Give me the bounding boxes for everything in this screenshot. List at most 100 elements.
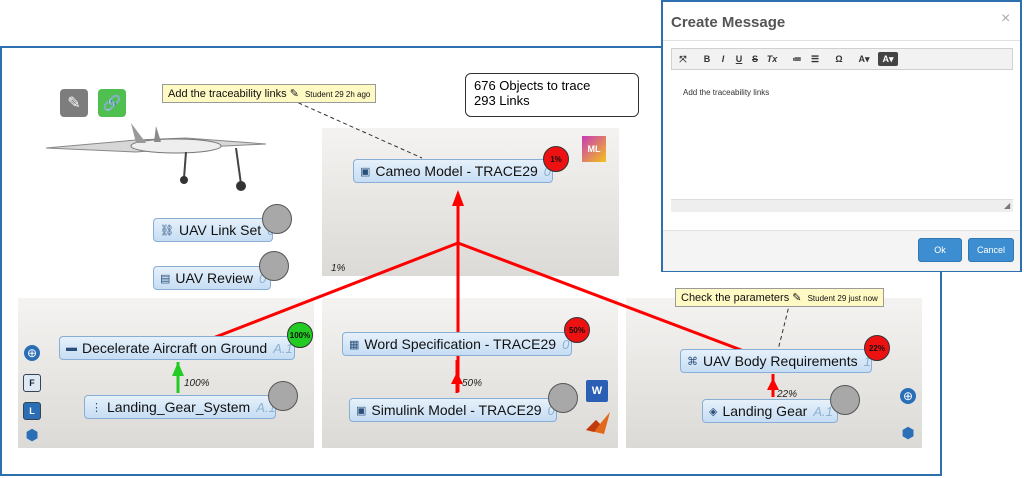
create-message-dialog: Create Message × ⤧ B I U S Tx ≔ ☰ Ω A▾ A…: [661, 0, 1022, 272]
diagram-icon: ▣: [360, 165, 371, 178]
document-icon: ▦: [349, 338, 360, 351]
underline-button[interactable]: U: [735, 54, 743, 64]
node-suffix: 0: [547, 402, 555, 418]
clear-format-button[interactable]: Tx: [766, 54, 778, 64]
block-icon: ⋮: [91, 401, 102, 414]
node-suffix: A.1: [273, 340, 293, 356]
dialog-title: Create Message: [671, 14, 786, 31]
node-landing-gear[interactable]: ◈ Landing Gear A.1: [702, 399, 838, 423]
globe-icon[interactable]: ⊕: [24, 345, 40, 361]
right-panel: [626, 298, 922, 448]
status-circle: [830, 385, 860, 415]
model-icon: ▣: [356, 404, 367, 417]
objects-count: 676 Objects to trace: [474, 78, 591, 93]
node-uav-body-requirements[interactable]: ⌘ UAV Body Requirements 1: [680, 349, 872, 373]
coverage-badge: 1%: [543, 146, 569, 172]
coverage-badge: 50%: [564, 317, 590, 343]
note-parameters[interactable]: Check the parameters ✎ Student 29 just n…: [675, 288, 884, 307]
cameo-panel-percent: 1%: [331, 263, 346, 274]
dialog-divider: [663, 40, 1020, 41]
node-label: UAV Review: [175, 270, 253, 286]
node-suffix: 0: [258, 270, 267, 286]
cube-icon[interactable]: ⬢: [25, 427, 39, 444]
node-cameo-model[interactable]: ▣ Cameo Model - TRACE29 0: [353, 159, 553, 183]
note-traceability[interactable]: Add the traceability links ✎ Student 29 …: [162, 84, 377, 103]
fullscreen-icon[interactable]: ⤧: [679, 53, 687, 64]
strike-button[interactable]: S: [751, 54, 758, 64]
activity-icon: ▬: [66, 342, 77, 354]
coverage-badge: 22%: [864, 335, 890, 361]
coverage-badge: 100%: [287, 322, 313, 348]
link-decelerate: [212, 241, 459, 340]
note-pointer-right: [777, 301, 791, 351]
node-decelerate-aircraft[interactable]: ▬ Decelerate Aircraft on Ground A.1: [59, 336, 295, 360]
note-text: Check the parameters: [681, 292, 790, 304]
node-suffix: 1: [863, 353, 871, 369]
note-meta: Student 29 just now: [807, 294, 878, 303]
globe-icon[interactable]: ⊕: [900, 388, 916, 404]
text-color-button[interactable]: A▾: [858, 53, 870, 64]
bg-color-button[interactable]: A▾: [878, 52, 898, 66]
node-label: Landing_Gear_System: [107, 399, 251, 415]
bullet-list-button[interactable]: ☰: [810, 53, 820, 64]
trace-links: [172, 99, 791, 397]
layer-icon[interactable]: L: [23, 402, 41, 420]
simulink-link-percent: 50%: [462, 378, 483, 389]
note-meta: Student 29 2h ago: [304, 90, 371, 99]
node-uav-link-set[interactable]: ⛓ UAV Link Set 0: [153, 218, 274, 242]
node-label: Simulink Model - TRACE29: [371, 402, 542, 418]
node-suffix: A.1: [813, 403, 833, 419]
sysml-logo-icon: ML: [582, 136, 606, 162]
note-text: Add the traceability links: [168, 88, 287, 100]
uav-image: [45, 123, 267, 191]
gear-link-percent: 100%: [184, 378, 210, 389]
node-word-specification[interactable]: ▦ Word Specification - TRACE29 0: [342, 332, 572, 356]
node-simulink-model[interactable]: ▣ Simulink Model - TRACE29 0: [349, 398, 557, 422]
editor-toolbar: ⤧ B I U S Tx ≔ ☰ Ω A▾ A▾: [671, 48, 1013, 70]
arrow-cameo: [452, 190, 464, 206]
stats-box: 676 Objects to trace 293 Links: [465, 73, 639, 117]
book-icon: ▤: [160, 272, 171, 285]
numbered-list-button[interactable]: ≔: [792, 53, 802, 64]
cancel-button[interactable]: Cancel: [968, 238, 1014, 262]
link-uav-body: [457, 241, 758, 358]
editor-statusbar: [671, 199, 1013, 212]
cube-small-icon: ◈: [709, 405, 718, 418]
matlab-logo-icon: [586, 412, 610, 434]
status-circle: [262, 204, 292, 234]
special-char-button[interactable]: Ω: [835, 54, 843, 64]
message-body[interactable]: Add the traceability links: [683, 88, 770, 97]
node-label: UAV Link Set: [178, 222, 262, 238]
pencil-icon: ✎: [289, 88, 299, 100]
node-uav-review[interactable]: ▤ UAV Review 0: [153, 266, 271, 290]
node-label: Landing Gear: [722, 403, 808, 419]
close-icon[interactable]: ×: [1001, 10, 1011, 27]
bold-button[interactable]: B: [703, 54, 711, 64]
status-circle: [259, 251, 289, 281]
cube-icon[interactable]: ⬢: [901, 425, 915, 442]
requirement-icon: ⌘: [687, 355, 698, 368]
link-icon[interactable]: 🔗: [98, 89, 126, 117]
resize-handle-icon[interactable]: ◢: [1004, 201, 1011, 210]
cameo-panel: [322, 128, 619, 276]
italic-button[interactable]: I: [721, 54, 725, 64]
body-link-percent: 22%: [777, 389, 798, 400]
edit-icon[interactable]: ✎: [60, 89, 88, 117]
chain-icon: ⛓: [160, 224, 174, 237]
status-circle: [548, 383, 578, 413]
left-panel: [18, 298, 314, 448]
filter-icon[interactable]: F: [23, 374, 41, 392]
pencil-icon: ✎: [792, 292, 802, 304]
node-label: Cameo Model - TRACE29: [375, 163, 538, 179]
word-logo-icon: W: [586, 380, 608, 402]
node-landing-gear-system[interactable]: ⋮ Landing_Gear_System A.1: [84, 395, 276, 419]
ok-button[interactable]: Ok: [918, 238, 962, 262]
node-label: Decelerate Aircraft on Ground: [82, 340, 268, 356]
node-suffix: 0: [543, 163, 552, 179]
node-label: Word Specification - TRACE29: [364, 336, 557, 352]
dialog-footer: [663, 230, 1020, 271]
node-label: UAV Body Requirements: [703, 353, 858, 369]
status-circle: [268, 381, 298, 411]
arrow-body: [767, 378, 779, 390]
links-count: 293 Links: [474, 93, 530, 108]
